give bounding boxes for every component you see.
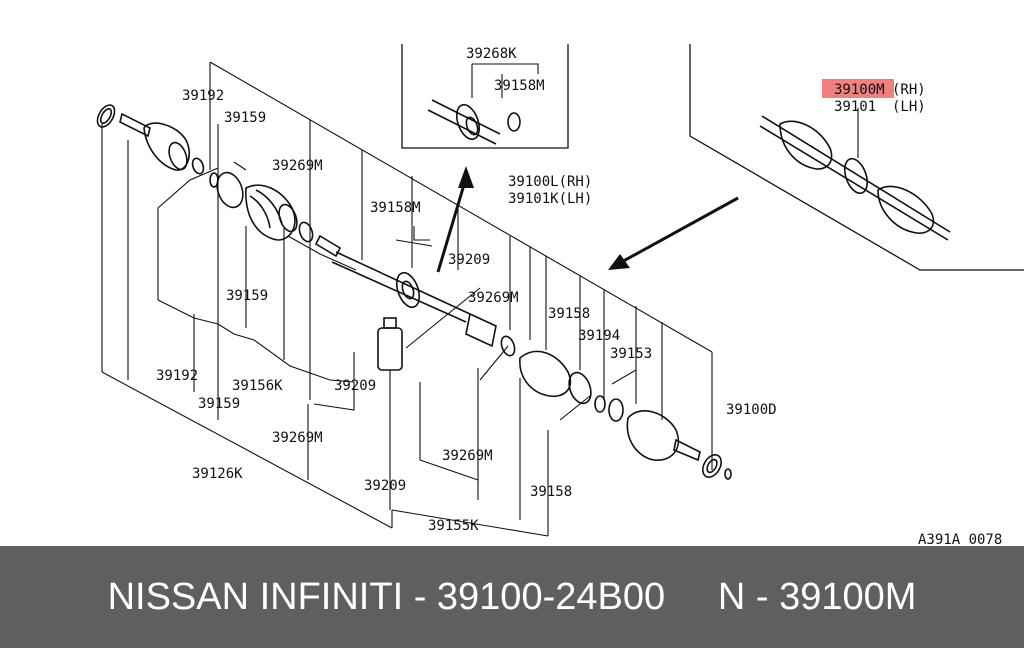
- exploded-parts-diagram: 39192 39159 39269M 39158M 39209 39100L(R…: [96, 44, 1024, 546]
- label-39100d: 39100D: [726, 402, 777, 418]
- label-39209-low: 39209: [334, 378, 376, 394]
- inset-top-frame: [401, 44, 569, 149]
- highlight-box: [822, 79, 894, 98]
- inset-right-frame: [689, 44, 1024, 271]
- inset-right-lh: (LH): [892, 99, 926, 115]
- footer-text: NISSAN INFINITI - 39100-24B00 N - 39100M: [107, 575, 917, 618]
- inset-right-part-lh: 39101: [834, 99, 876, 115]
- label-39158-right: 39158: [548, 306, 590, 322]
- label-39269m-mid: 39269M: [468, 290, 519, 306]
- label-39155k: 39155K: [428, 518, 479, 534]
- label-39101k-lh: 39101K(LH): [508, 191, 592, 207]
- label-39153: 39153: [610, 346, 652, 362]
- arrow-up-head: [458, 166, 474, 188]
- label-39158-bottom: 39158: [530, 484, 572, 500]
- inset-top-label-39158m: 39158M: [494, 78, 545, 94]
- inset-right-rh: (RH): [892, 82, 926, 98]
- figure-code: A391A 0078: [918, 532, 1002, 546]
- label-39159-low: 39159: [198, 396, 240, 412]
- label-39159-top: 39159: [224, 110, 266, 126]
- label-39209-mid: 39209: [448, 252, 490, 268]
- arrow-left-head: [608, 254, 630, 270]
- label-39158m-mid: 39158M: [370, 200, 421, 216]
- label-39156k: 39156K: [232, 378, 283, 394]
- label-39192-top: 39192: [182, 88, 224, 104]
- part-number-footer: NISSAN INFINITI - 39100-24B00 N - 39100M: [0, 546, 1024, 648]
- label-39192-low: 39192: [156, 368, 198, 384]
- label-39100l-rh: 39100L(RH): [508, 174, 592, 190]
- label-39269m-low: 39269M: [272, 430, 323, 446]
- label-39126k: 39126K: [192, 466, 243, 482]
- inset-right-part-rh: 39100M: [834, 82, 885, 98]
- label-39269m-bottom: 39269M: [442, 448, 493, 464]
- inset-top-label-39268k: 39268K: [466, 46, 517, 62]
- label-39194: 39194: [578, 328, 620, 344]
- label-39269m-top: 39269M: [272, 158, 323, 174]
- label-39159-mid: 39159: [226, 288, 268, 304]
- label-39209-bottom: 39209: [364, 478, 406, 494]
